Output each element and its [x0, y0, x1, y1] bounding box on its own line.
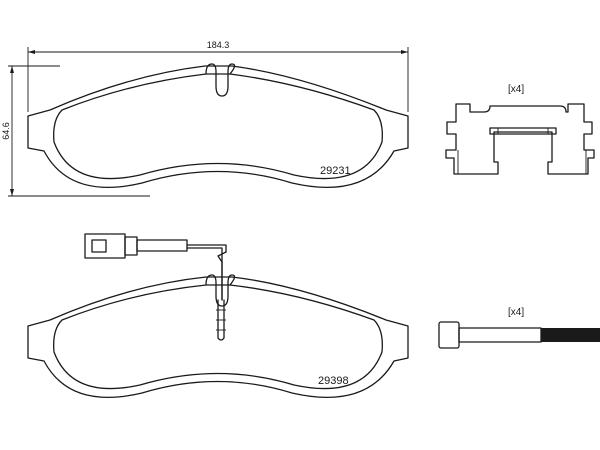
wear-sensor: [84, 233, 227, 341]
height-dimension: 64.6: [1, 65, 150, 197]
top-brake-pad: [27, 63, 409, 189]
top-pad-number: 29231: [320, 165, 351, 177]
pin-quantity: [x4]: [508, 307, 524, 318]
bottom-pad-number: 29398: [318, 375, 349, 387]
width-label: 184.3: [207, 40, 230, 50]
width-dimension: 184.3: [27, 40, 409, 112]
guide-pin: [438, 321, 600, 349]
retaining-clip: [445, 103, 595, 175]
height-label: 64.6: [1, 122, 11, 140]
clip-quantity: [x4]: [508, 84, 524, 95]
bottom-brake-pad: [27, 274, 409, 399]
